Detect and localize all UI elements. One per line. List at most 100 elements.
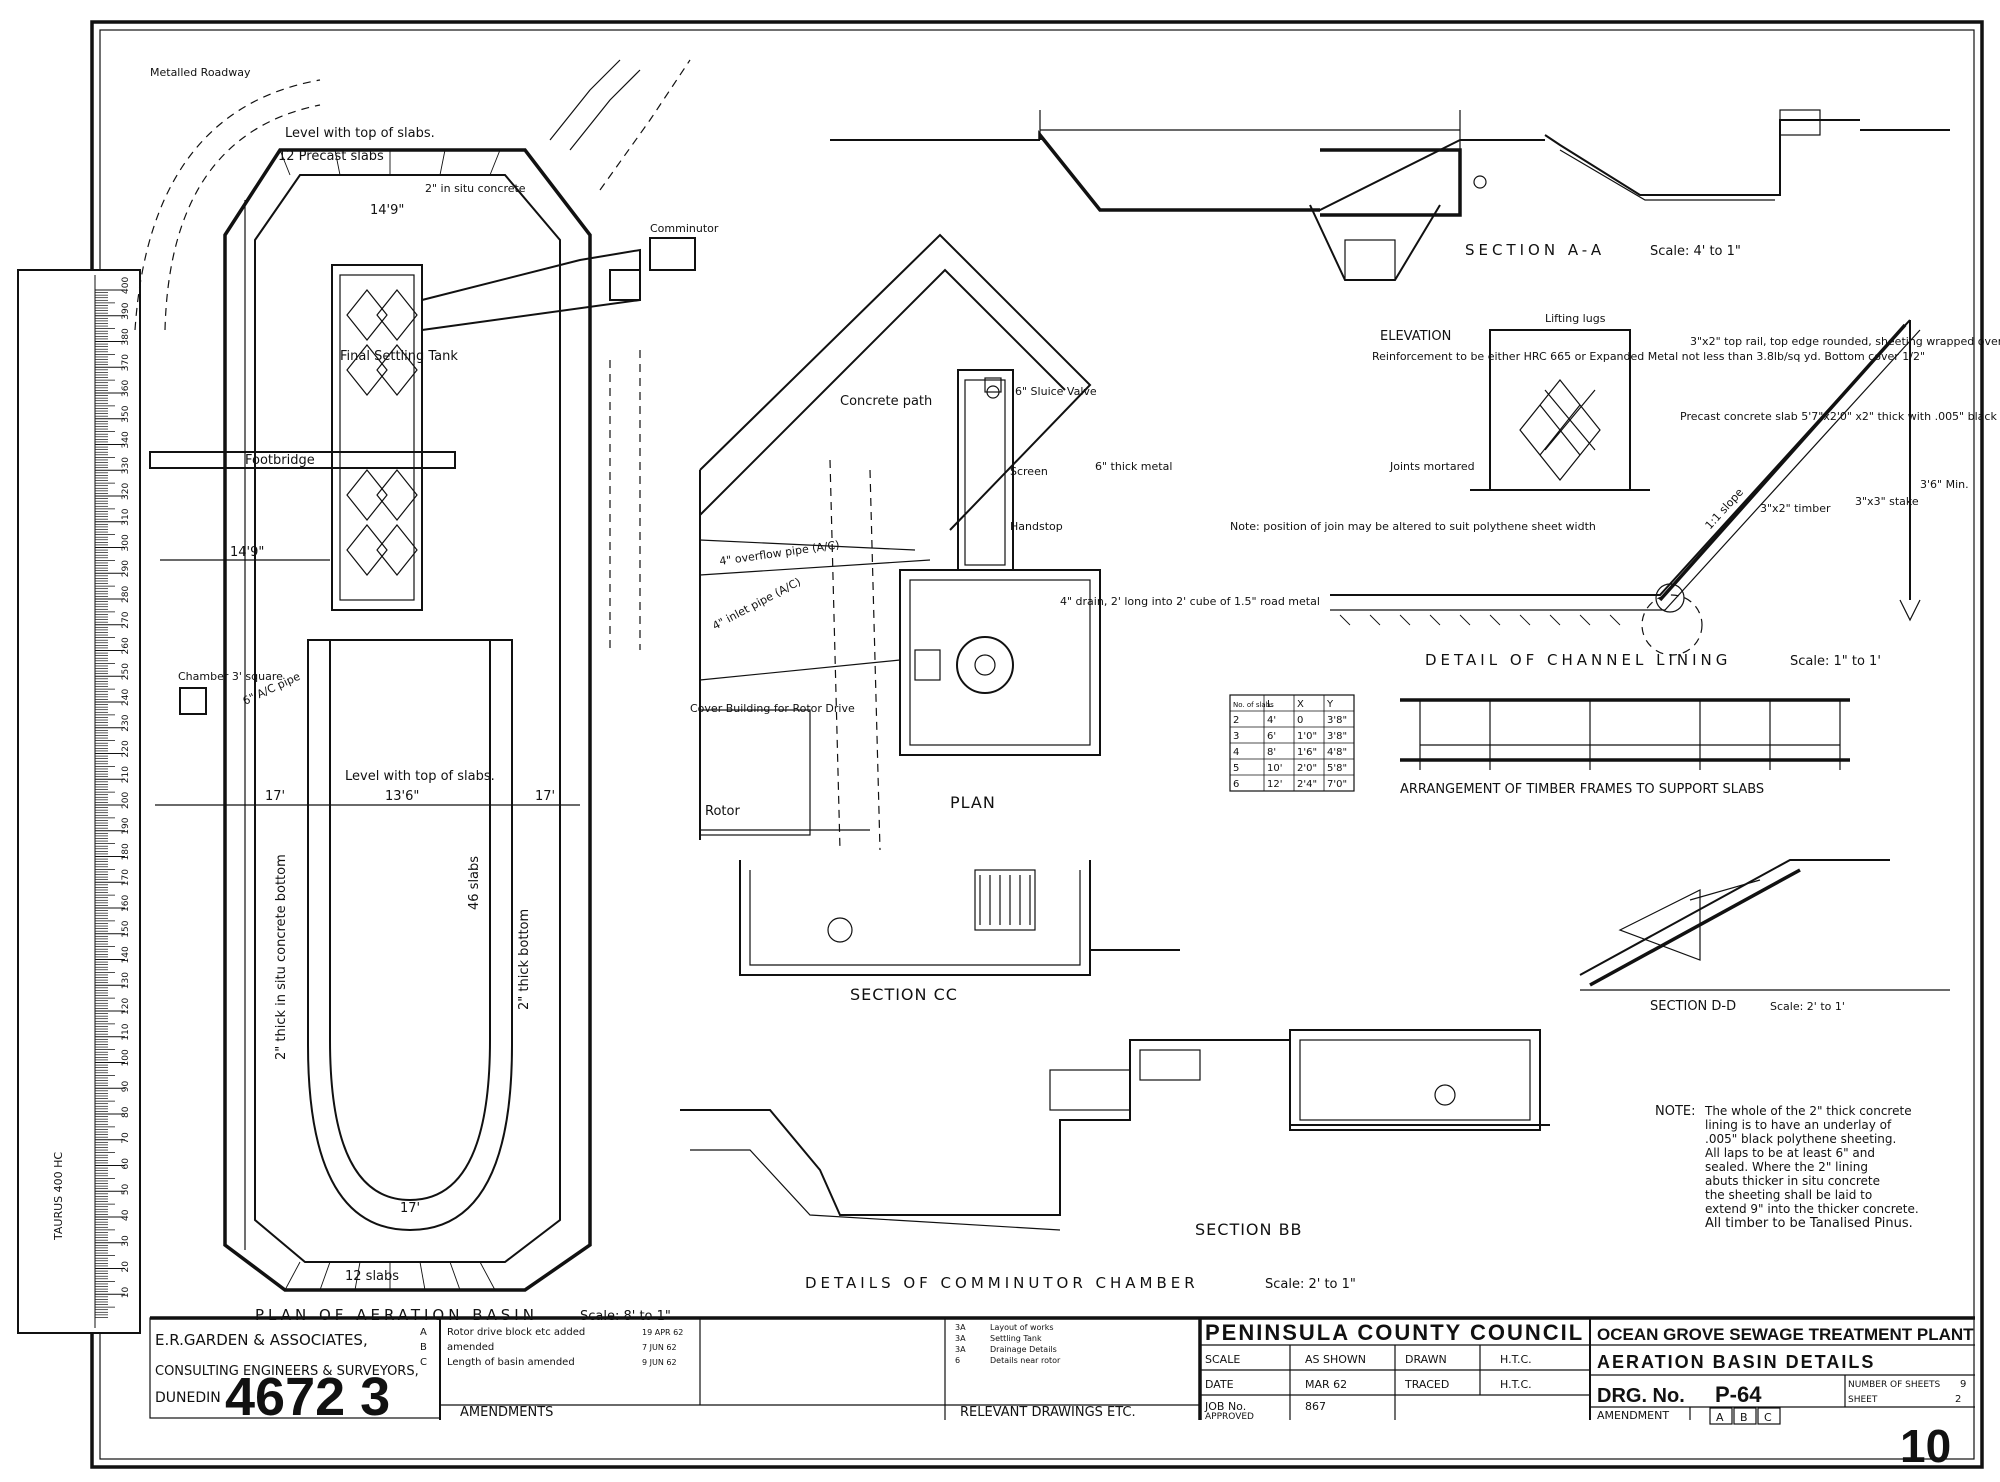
relevant-sheet: 6	[955, 1356, 960, 1365]
slab-table-cell: 6'	[1267, 731, 1276, 742]
date-value: MAR 62	[1305, 1378, 1347, 1391]
section-aa-scale: Scale: 4' to 1"	[1650, 244, 1741, 259]
ruler-label: 380	[121, 328, 131, 345]
ruler-label: 70	[121, 1132, 131, 1144]
note-timber: All timber to be Tanalised Pinus.	[1705, 1216, 1913, 1231]
channel-lining-scale: Scale: 1" to 1'	[1790, 654, 1881, 669]
slab-table-cell: Y	[1326, 699, 1334, 710]
sluice-label: 6" Sluice Valve	[1015, 385, 1097, 398]
drawn-label: DRAWN	[1405, 1353, 1447, 1366]
amendment-date: 19 APR 62	[642, 1328, 683, 1337]
ruler-label: 330	[121, 457, 131, 474]
ruler-label: 240	[121, 689, 131, 706]
amend-box-c: C	[1764, 1411, 1772, 1424]
precast-slab-label: Precast concrete slab 5'7"x2'0" x2" thic…	[1680, 410, 2000, 423]
council-name: PENINSULA COUNTY COUNCIL	[1205, 1320, 1584, 1345]
ruler-label: 360	[121, 380, 131, 397]
scale-label: SCALE	[1205, 1353, 1240, 1366]
ruler-label: 170	[121, 869, 131, 886]
note-line: .005" black polythene sheeting.	[1705, 1132, 1896, 1146]
firm-line1: E.R.GARDEN & ASSOCIATES,	[155, 1331, 368, 1349]
section-dd-scale: Scale: 2' to 1'	[1770, 1000, 1845, 1013]
lifting-label: Lifting lugs	[1545, 312, 1606, 325]
level-mid-label: Level with top of slabs.	[345, 769, 495, 784]
relevant-sheet: 3A	[955, 1345, 966, 1354]
note-line: sealed. Where the 2" lining	[1705, 1160, 1868, 1174]
ruler-label: 80	[121, 1106, 131, 1118]
plan-basin-title: PLAN OF AERATION BASIN	[255, 1306, 538, 1324]
slab-table-cell: 3'8"	[1327, 715, 1347, 726]
sheets-value: 9	[1960, 1379, 1966, 1390]
slab-table-cell: 0	[1297, 715, 1303, 726]
thick-metal-label: 6" thick metal	[1095, 460, 1172, 473]
relevant-text: Drainage Details	[990, 1345, 1057, 1354]
slab-table-cell: 3'8"	[1327, 731, 1347, 742]
reinforcement-label: Reinforcement to be either HRC 665 or Ex…	[1372, 350, 1925, 363]
metalled-roadway-label: Metalled Roadway	[150, 66, 251, 79]
ruler-label: 280	[121, 586, 131, 603]
timber-frames: ARRANGEMENT OF TIMBER FRAMES TO SUPPORT …	[1400, 698, 1850, 797]
scale-value: AS SHOWN	[1305, 1353, 1366, 1366]
channel-lining-title: DETAIL OF CHANNEL LINING	[1425, 651, 1731, 669]
slab-table-cell: 8'	[1267, 747, 1276, 758]
slab-table-cell: 4'8"	[1327, 747, 1347, 758]
amendment-date: 9 JUN 62	[642, 1358, 677, 1367]
ruler-label: 40	[121, 1209, 131, 1221]
dim-17-left: 17'	[265, 789, 285, 804]
amendment-date: 7 JUN 62	[642, 1343, 677, 1352]
ruler-label: 140	[121, 946, 131, 963]
ruler-label: 60	[121, 1158, 131, 1170]
job-value: 867	[1305, 1400, 1326, 1413]
slab-table-cell: 5'8"	[1327, 763, 1347, 774]
handstop-label: Handstop	[1010, 520, 1063, 533]
amendment-label: AMENDMENT	[1597, 1409, 1669, 1422]
note-line: the sheeting shall be laid to	[1705, 1188, 1872, 1202]
amendment-text: Rotor drive block etc added	[447, 1327, 585, 1338]
stamp-number: 4672 3	[225, 1367, 390, 1427]
ruler-label: 200	[121, 792, 131, 809]
date-label: DATE	[1205, 1378, 1234, 1391]
ruler-label: 190	[121, 817, 131, 834]
amend-box-b: B	[1740, 1411, 1748, 1424]
thick-bottom-label: 2" thick in situ concrete bottom	[274, 854, 289, 1060]
ruler-label: 290	[121, 560, 131, 577]
slab-table-cell: 5	[1233, 763, 1239, 774]
slab-table-cell: 7'0"	[1327, 779, 1347, 790]
section-bb-title: SECTION BB	[1195, 1220, 1303, 1239]
relevant-header: RELEVANT DRAWINGS ETC.	[960, 1405, 1136, 1420]
ruler-label: 130	[121, 972, 131, 989]
project-name: OCEAN GROVE SEWAGE TREATMENT PLANT	[1597, 1325, 1974, 1344]
amendments-header: AMENDMENTS	[460, 1405, 553, 1420]
amend-box-a: A	[1716, 1411, 1724, 1424]
amendment-id: B	[420, 1342, 427, 1353]
drawn-value: H.T.C.	[1500, 1353, 1532, 1366]
ruler-label: 370	[121, 354, 131, 371]
relevant-text: Details near rotor	[990, 1356, 1061, 1365]
firm-line2: CONSULTING ENGINEERS & SURVEYORS,	[155, 1364, 419, 1379]
ruler-label: 90	[121, 1081, 131, 1093]
slab-table-cell: 2'0"	[1297, 763, 1317, 774]
ruler-label: 230	[121, 714, 131, 731]
slab-table-cell: X	[1297, 699, 1304, 710]
ruler-label: 10	[121, 1287, 131, 1299]
section-dd-title: SECTION D-D	[1650, 999, 1736, 1014]
ruler-label: 270	[121, 611, 131, 628]
cover-building-label: Cover Building for Rotor Drive	[690, 702, 855, 715]
channel-lining-detail: Note: position of join may be altered to…	[1230, 319, 2000, 669]
elevation-title: ELEVATION	[1380, 329, 1451, 344]
ruler-label: 30	[121, 1235, 131, 1247]
slab-table-cell: 1'6"	[1297, 747, 1317, 758]
relevant-text: Layout of works	[990, 1323, 1054, 1332]
section-bb: SECTION BB	[680, 1029, 1550, 1239]
scale-ruler: 1020304050607080901001101201301401501601…	[17, 269, 141, 1334]
amendment-id: A	[420, 1327, 427, 1338]
slab-table-cell: 1'0"	[1297, 731, 1317, 742]
comminutor-title: DETAILS OF COMMINUTOR CHAMBER	[805, 1274, 1199, 1292]
ruler-label: 300	[121, 534, 131, 551]
elevation: ELEVATION Lifting lugs Reinforcement to …	[1372, 312, 1925, 491]
ruler-label: 110	[121, 1023, 131, 1040]
ruler-label: 160	[121, 895, 131, 912]
drg-value: P-64	[1715, 1382, 1762, 1407]
title-block: E.R.GARDEN & ASSOCIATES, CONSULTING ENGI…	[149, 1316, 1975, 1472]
